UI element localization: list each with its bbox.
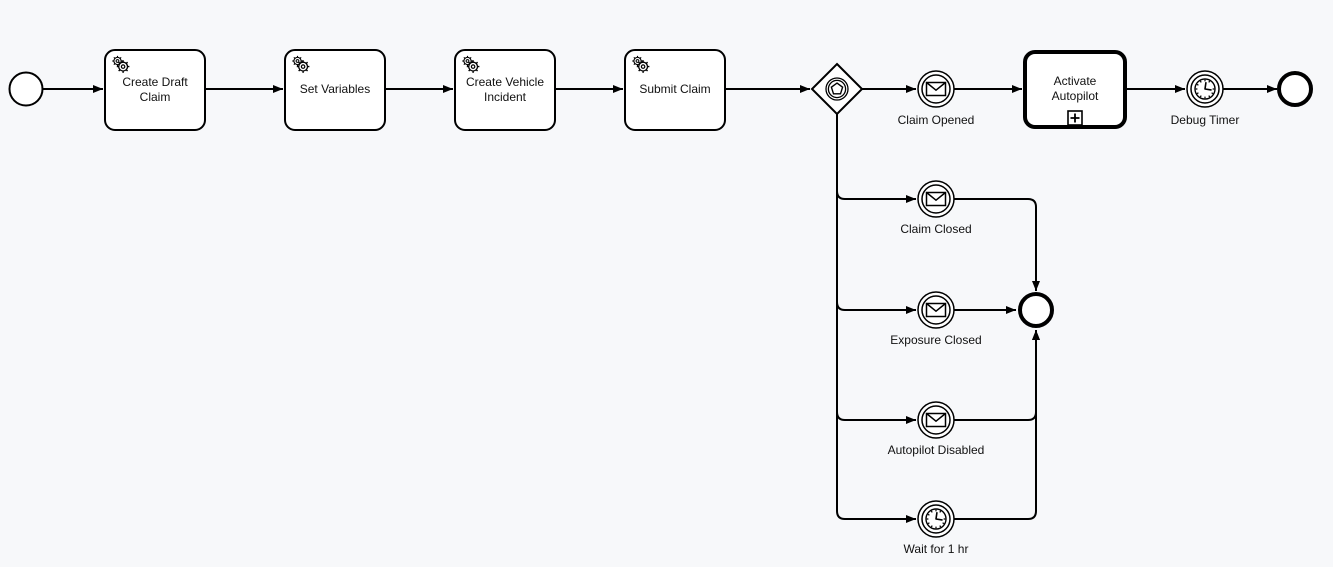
task-label: Claim: [140, 90, 171, 104]
task-label: Submit Claim: [639, 82, 710, 96]
event-claim-opened[interactable]: [917, 70, 955, 108]
event-based-gateway[interactable]: [810, 62, 864, 116]
subprocess-activate-autopilot[interactable]: Activate Autopilot: [1023, 50, 1127, 129]
task-submit-claim[interactable]: Submit Claim: [624, 49, 726, 131]
flow-gateway-to-claim-closed[interactable]: [836, 190, 916, 203]
task-label: Activate: [1054, 74, 1097, 88]
event-label: Debug Timer: [1171, 113, 1240, 127]
event-exposure-closed[interactable]: [917, 291, 955, 329]
task-create-draft-claim[interactable]: Create Draft Claim: [104, 49, 206, 131]
clock-icon: [925, 508, 947, 530]
event-debug-timer[interactable]: [1186, 70, 1224, 108]
flow-gateway-to-wait-for-1-hr[interactable]: [836, 114, 916, 523]
envelope-icon: [925, 191, 947, 207]
task-label: Incident: [484, 90, 527, 104]
envelope-icon: [925, 81, 947, 97]
end-event-branches[interactable]: [1018, 292, 1054, 328]
start-event[interactable]: [8, 71, 44, 107]
envelope-icon: [925, 302, 947, 318]
event-claim-closed[interactable]: [917, 180, 955, 218]
end-event-main[interactable]: [1277, 71, 1313, 107]
event-label: Claim Opened: [898, 113, 975, 127]
pentagon-in-double-circle-icon: [825, 77, 849, 101]
clock-icon: [1194, 78, 1216, 100]
event-label: Wait for 1 hr: [904, 542, 969, 556]
flow-gateway-to-exposure-closed[interactable]: [836, 301, 916, 314]
event-label: Claim Closed: [900, 222, 971, 236]
event-label: Autopilot Disabled: [888, 443, 985, 457]
flow-claim-closed-to-end[interactable]: [954, 198, 1040, 291]
plus-expand-icon[interactable]: [1067, 110, 1083, 126]
event-autopilot-disabled[interactable]: [917, 401, 955, 439]
flow-gateway-to-autopilot-disabled[interactable]: [836, 411, 916, 424]
task-create-vehicle-incident[interactable]: Create Vehicle Incident: [454, 49, 556, 131]
task-label: Autopilot: [1052, 89, 1099, 103]
task-label: Set Variables: [300, 82, 370, 96]
task-label: Create Draft: [122, 75, 188, 89]
envelope-icon: [925, 412, 947, 428]
flow-wait-for-1-hr-to-end[interactable]: [954, 330, 1040, 520]
task-set-variables[interactable]: Set Variables: [284, 49, 386, 131]
event-wait-for-1-hr[interactable]: [917, 500, 955, 538]
event-label: Exposure Closed: [890, 333, 981, 347]
task-label: Create Vehicle: [466, 75, 544, 89]
